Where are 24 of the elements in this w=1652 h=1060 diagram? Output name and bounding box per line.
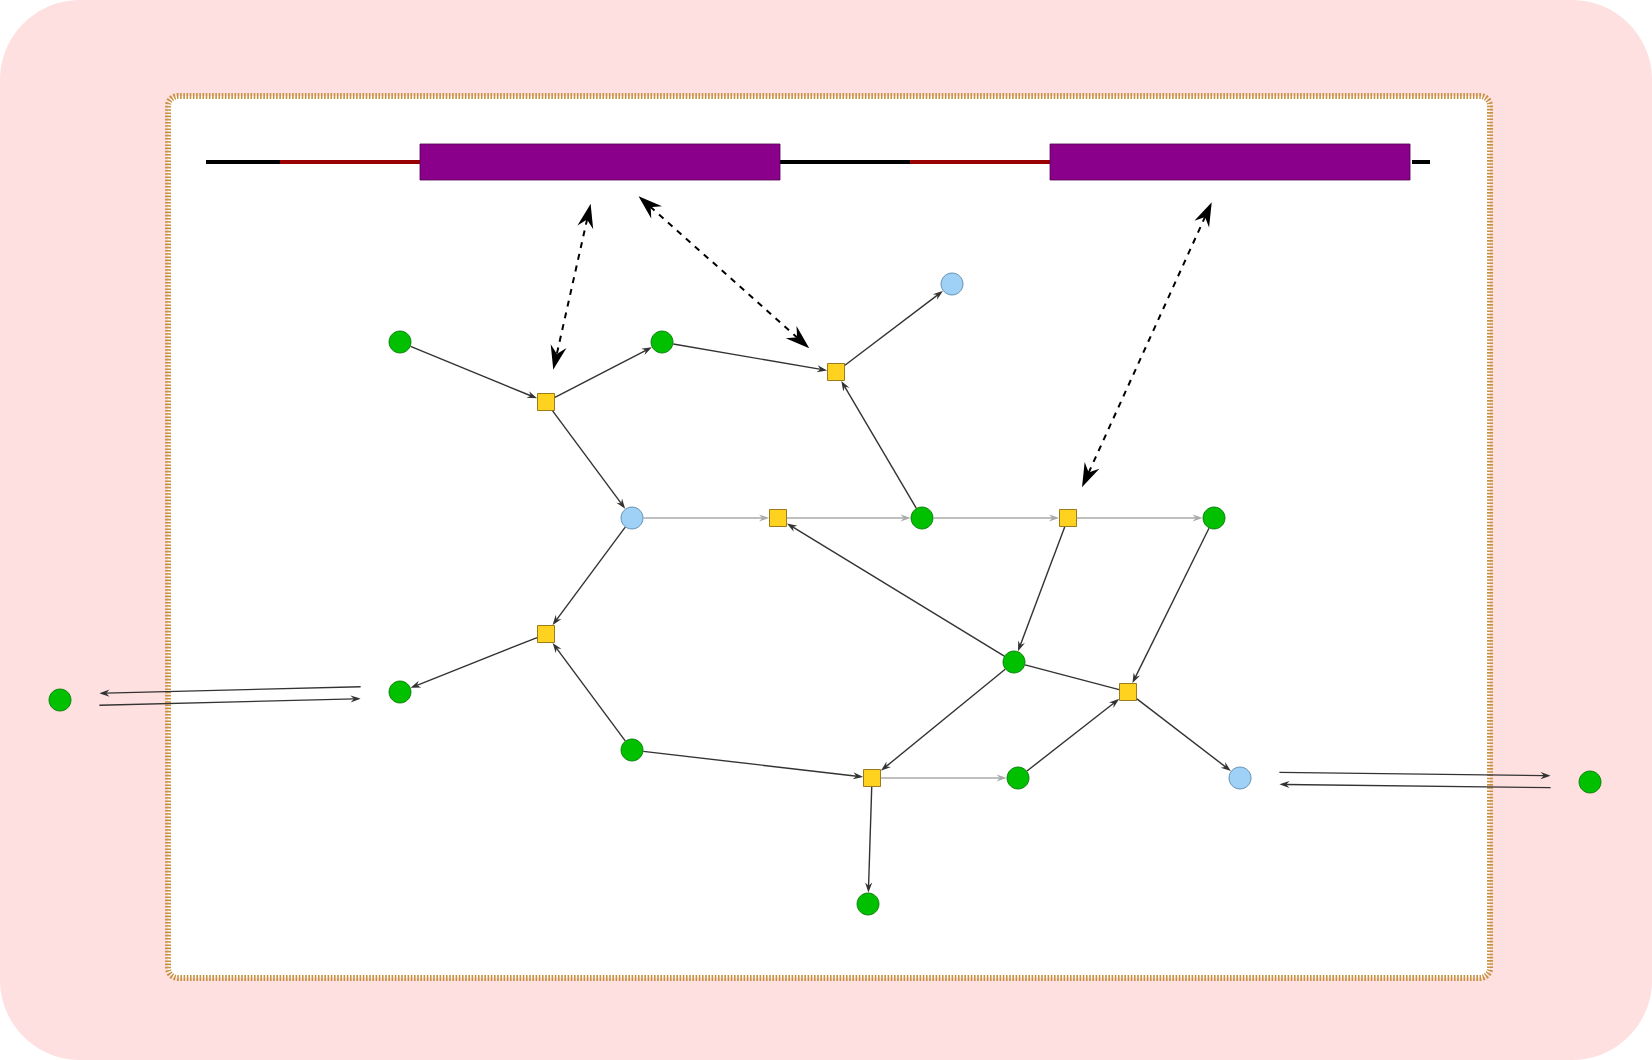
- exon-bar: [419, 143, 781, 181]
- metabolite-circle: [48, 688, 72, 712]
- reaction-square: [827, 363, 845, 381]
- metabolite-circle: [856, 892, 880, 916]
- connector-line: [1024, 664, 1120, 691]
- reaction-square: [537, 625, 555, 643]
- metabolite-circle: [620, 506, 644, 530]
- metabolite-circle: [388, 680, 412, 704]
- metabolite-circle: [1578, 770, 1602, 794]
- metabolite-circle: [388, 330, 412, 354]
- metabolite-circle: [1202, 506, 1226, 530]
- metabolite-circle: [1006, 766, 1030, 790]
- metabolite-circle: [940, 272, 964, 296]
- reaction-square: [863, 769, 881, 787]
- metabolite-circle: [1228, 766, 1252, 790]
- metabolite-circle: [650, 330, 674, 354]
- metabolite-circle: [910, 506, 934, 530]
- exon-bar: [1049, 143, 1411, 181]
- reaction-square: [769, 509, 787, 527]
- metabolite-circle: [1002, 650, 1026, 674]
- reaction-square: [537, 393, 555, 411]
- reaction-square: [1119, 683, 1137, 701]
- reaction-square: [1059, 509, 1077, 527]
- metabolite-circle: [620, 738, 644, 762]
